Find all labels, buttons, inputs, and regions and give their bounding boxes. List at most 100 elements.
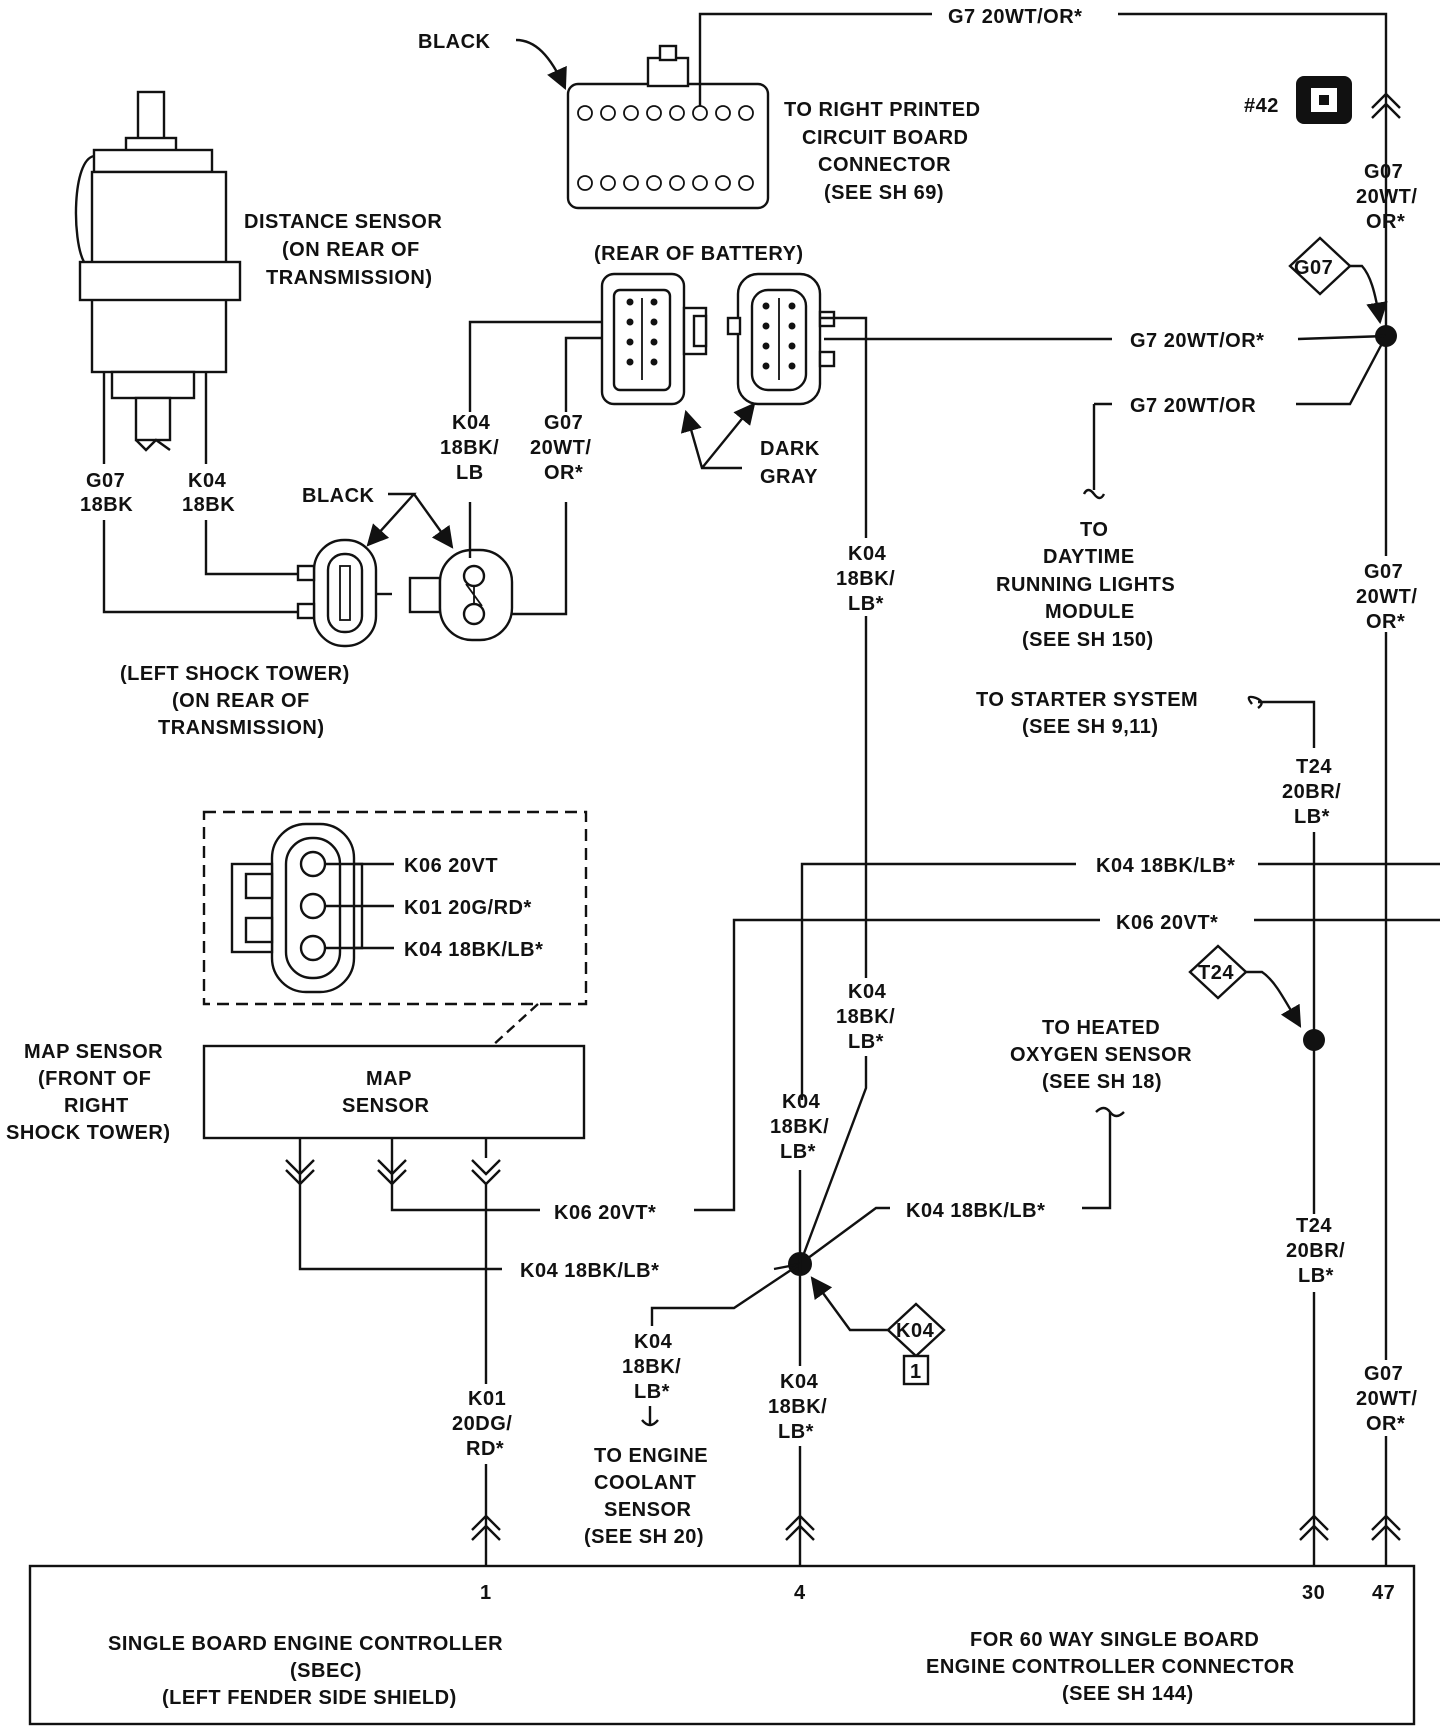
batt-k04-2: 18BK/ bbox=[440, 437, 499, 459]
sbec-pin-30: 30 bbox=[1302, 1582, 1325, 1604]
batt-k04-3: LB bbox=[456, 462, 484, 484]
starter-desc-2: (SEE SH 9,11) bbox=[1022, 716, 1159, 738]
splice-42-icon bbox=[1296, 76, 1352, 124]
k04-ect-1: K04 bbox=[634, 1331, 673, 1353]
drl-desc-4: MODULE bbox=[1045, 601, 1135, 623]
sbec-desc-left-1: SINGLE BOARD ENGINE CONTROLLER bbox=[108, 1633, 503, 1655]
t24-bot-3: LB* bbox=[1298, 1265, 1334, 1287]
sbec-pin-1: 1 bbox=[480, 1582, 492, 1604]
svg-text:G07: G07 bbox=[1294, 257, 1333, 279]
splice-k04-diamond: K04 1 bbox=[886, 1302, 946, 1386]
shock-tower-connector-left bbox=[296, 538, 392, 648]
sbec-box bbox=[28, 1564, 1416, 1726]
battery-color-1: DARK bbox=[760, 438, 820, 460]
t24-bot-2: 20BR/ bbox=[1286, 1240, 1345, 1262]
map-sensor-box bbox=[202, 1044, 586, 1140]
t24-bot-1: T24 bbox=[1296, 1215, 1332, 1237]
k04-horiz-top: K04 18BK/LB* bbox=[1096, 855, 1235, 877]
g07-top-3: OR* bbox=[1366, 211, 1405, 233]
map-desc-4: SHOCK TOWER) bbox=[6, 1122, 171, 1144]
ds-g07-1: G07 bbox=[86, 470, 125, 492]
k06-horiz-top: K06 20VT* bbox=[1116, 912, 1218, 934]
oxygen-desc-1: TO HEATED bbox=[1042, 1017, 1160, 1039]
g07-top-1: G07 bbox=[1364, 161, 1403, 183]
svg-text:1: 1 bbox=[910, 1361, 922, 1383]
k04-ect-2: 18BK/ bbox=[622, 1356, 681, 1378]
splice-t24-dot bbox=[1303, 1029, 1325, 1051]
t24-top-1: T24 bbox=[1296, 756, 1332, 778]
k04-splice-low-1: K04 bbox=[780, 1371, 819, 1393]
k04-lower-vert-2: 18BK/ bbox=[836, 1006, 895, 1028]
drl-desc-5: (SEE SH 150) bbox=[1022, 629, 1154, 651]
map-sensor-connector-detail bbox=[202, 810, 588, 1006]
battery-connector-right bbox=[726, 272, 836, 406]
sbec-desc-left-3: (LEFT FENDER SIDE SHIELD) bbox=[162, 1687, 457, 1709]
wire-g7-a: G7 20WT/OR* bbox=[1130, 330, 1264, 352]
top-connector-desc-4: (SEE SH 69) bbox=[824, 182, 944, 204]
distance-sensor-desc-1: DISTANCE SENSOR bbox=[244, 211, 442, 233]
shock-tower-connector-right bbox=[408, 548, 514, 642]
g07-bot-1: G07 bbox=[1364, 1363, 1403, 1385]
map-pin-1: K06 20VT bbox=[404, 855, 498, 877]
sbec-pin-47: 47 bbox=[1372, 1582, 1395, 1604]
g07-bot-3: OR* bbox=[1366, 1413, 1405, 1435]
shock-tower-color: BLACK bbox=[302, 485, 375, 507]
drl-desc-1: TO bbox=[1080, 519, 1108, 541]
ds-k04-1: K04 bbox=[188, 470, 227, 492]
drl-desc-2: DAYTIME bbox=[1043, 546, 1135, 568]
wire-g7-b: G7 20WT/OR bbox=[1130, 395, 1256, 417]
oxygen-desc-2: OXYGEN SENSOR bbox=[1010, 1044, 1192, 1066]
top-connector-desc-1: TO RIGHT PRINTED bbox=[784, 99, 981, 121]
map-pin-2: K01 20G/RD* bbox=[404, 897, 532, 919]
k04-lower-vert-1: K04 bbox=[848, 981, 887, 1003]
battery-title: (REAR OF BATTERY) bbox=[594, 243, 804, 265]
g07-mid-2: 20WT/ bbox=[1356, 586, 1417, 608]
starter-desc-1: TO STARTER SYSTEM bbox=[976, 689, 1198, 711]
map-desc-2: (FRONT OF bbox=[38, 1068, 151, 1090]
map-k01-1: K01 bbox=[468, 1388, 506, 1410]
batt-g07-1: G07 bbox=[544, 412, 583, 434]
drl-desc-3: RUNNING LIGHTS bbox=[996, 574, 1175, 596]
ect-desc-1: TO ENGINE bbox=[594, 1445, 708, 1467]
k04-splice-low-3: LB* bbox=[778, 1421, 814, 1443]
g07-mid-3: OR* bbox=[1366, 611, 1405, 633]
g07-top-2: 20WT/ bbox=[1356, 186, 1417, 208]
k04-mid-vert-2: 18BK/ bbox=[836, 568, 895, 590]
batt-g07-3: OR* bbox=[544, 462, 583, 484]
shock-tower-desc-3: TRANSMISSION) bbox=[158, 717, 325, 739]
map-pin-3: K04 18BK/LB* bbox=[404, 939, 543, 961]
right-pcb-connector bbox=[566, 44, 770, 210]
ect-desc-4: (SEE SH 20) bbox=[584, 1526, 704, 1548]
k04-lower-vert-3: LB* bbox=[848, 1031, 884, 1053]
splice-t24-diamond: T24 bbox=[1188, 944, 1248, 1000]
splice-g07-diamond: G07 bbox=[1288, 236, 1352, 296]
map-k01-3: RD* bbox=[466, 1438, 504, 1460]
k04-splice-up-2: 18BK/ bbox=[770, 1116, 829, 1138]
ds-g07-2: 18BK bbox=[80, 494, 133, 516]
battery-color-2: GRAY bbox=[760, 466, 818, 488]
svg-text:T24: T24 bbox=[1198, 962, 1234, 984]
sbec-desc-right-2: ENGINE CONTROLLER CONNECTOR bbox=[926, 1656, 1295, 1678]
g07-mid-1: G07 bbox=[1364, 561, 1403, 583]
battery-connector-left bbox=[600, 272, 708, 406]
wire-g7-top: G7 20WT/OR* bbox=[948, 6, 1082, 28]
sbec-desc-left-2: (SBEC) bbox=[290, 1660, 362, 1682]
map-k01-2: 20DG/ bbox=[452, 1413, 512, 1435]
shock-tower-desc-2: (ON REAR OF bbox=[172, 690, 310, 712]
k04-mid-vert-1: K04 bbox=[848, 543, 887, 565]
oxygen-desc-3: (SEE SH 18) bbox=[1042, 1071, 1162, 1093]
ect-desc-3: SENSOR bbox=[604, 1499, 692, 1521]
map-box-label-2: SENSOR bbox=[342, 1095, 430, 1117]
svg-text:K04: K04 bbox=[896, 1320, 935, 1342]
top-connector-desc-2: CIRCUIT BOARD bbox=[802, 127, 969, 149]
map-desc-3: RIGHT bbox=[64, 1095, 129, 1117]
distance-sensor-icon bbox=[74, 90, 242, 452]
ect-desc-2: COOLANT bbox=[594, 1472, 696, 1494]
k04-horiz-oxygen: K04 18BK/LB* bbox=[906, 1200, 1045, 1222]
k04-ect-3: LB* bbox=[634, 1381, 670, 1403]
ds-k04-2: 18BK bbox=[182, 494, 235, 516]
distance-sensor-desc-3: TRANSMISSION) bbox=[266, 267, 433, 289]
k06-map: K06 20VT* bbox=[554, 1202, 656, 1224]
sbec-pin-4: 4 bbox=[794, 1582, 806, 1604]
sbec-desc-right-1: FOR 60 WAY SINGLE BOARD bbox=[970, 1629, 1259, 1651]
